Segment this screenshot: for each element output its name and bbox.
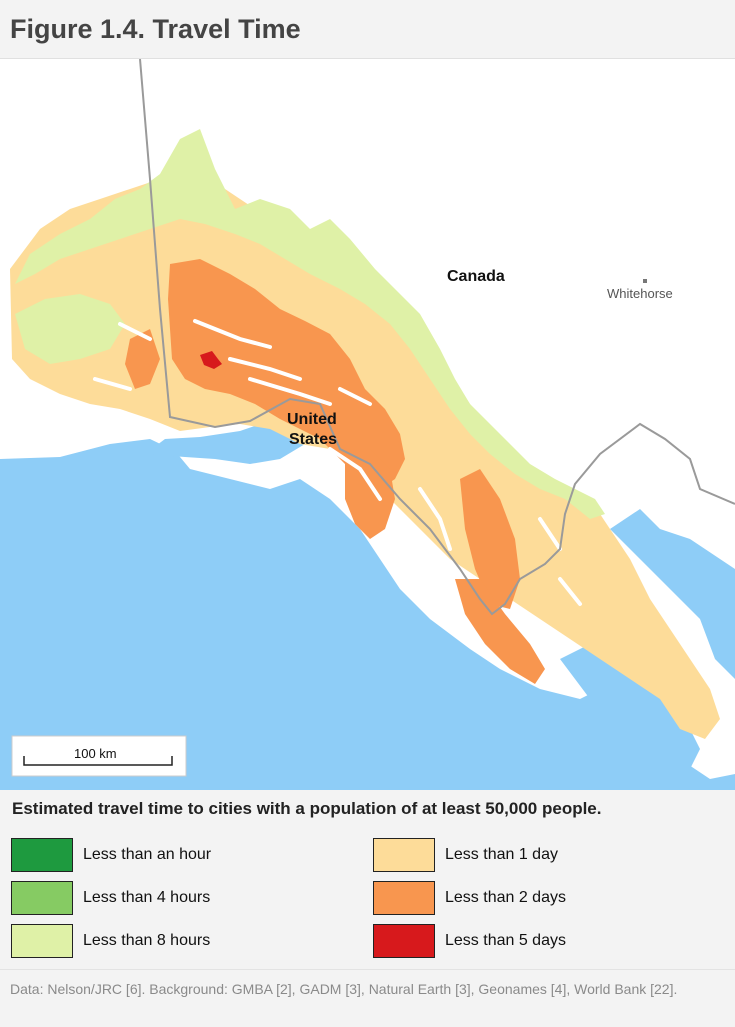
zone-less-than-2-days-south — [345, 449, 395, 539]
lower-right-water — [560, 644, 700, 769]
legend-swatch — [373, 881, 435, 915]
country-label-canada: Canada — [447, 268, 505, 285]
country-label-states: States — [289, 431, 337, 448]
zone-less-than-8-hours-west — [15, 294, 125, 364]
travel-time-map[interactable]: Canada United States Whitehorse 100 km — [0, 59, 735, 790]
figure-title: Figure 1.4. Travel Time — [10, 14, 301, 44]
legend-label: Less than an hour — [83, 846, 212, 863]
legend-swatch — [11, 881, 73, 915]
fjords — [93, 319, 582, 606]
zone-less-than-2-days-southeast — [455, 579, 545, 684]
scale-bar-line — [23, 756, 173, 766]
legend-swatch — [11, 838, 73, 872]
legend-swatch — [11, 924, 73, 958]
map-canvas: Canada United States Whitehorse 100 km — [0, 59, 735, 790]
zone-less-than-2-days-east — [460, 469, 520, 609]
ocean — [0, 439, 735, 790]
country-label-united: United — [287, 411, 337, 428]
zone-less-than-8-hours — [15, 129, 605, 519]
legend-label: Less than 1 day — [445, 846, 558, 863]
map-caption: Estimated travel time to cities with a p… — [12, 799, 602, 818]
source-bar: Data: Nelson/JRC [6]. Background: GMBA [… — [0, 969, 735, 1027]
right-channel — [610, 509, 735, 679]
legend-label: Less than 8 hours — [83, 932, 211, 949]
legend-label: Less than 2 days — [445, 889, 566, 906]
legend-swatch — [373, 924, 435, 958]
scale-bar-box — [11, 735, 187, 777]
border-line — [139, 59, 735, 616]
legend-label: Less than 5 days — [445, 932, 566, 949]
zone-less-than-2-days-west — [125, 329, 160, 389]
legend-swatch — [373, 838, 435, 872]
legend-label: Less than 4 hours — [83, 889, 211, 906]
title-bar: Figure 1.4. Travel Time — [0, 0, 735, 59]
city-marker — [643, 279, 647, 283]
city-label-whitehorse: Whitehorse — [607, 286, 673, 301]
scale-bar-label: 100 km — [74, 746, 117, 761]
zone-less-than-5-days — [200, 351, 222, 369]
data-source-note: Data: Nelson/JRC [6]. Background: GMBA [… — [10, 981, 678, 997]
